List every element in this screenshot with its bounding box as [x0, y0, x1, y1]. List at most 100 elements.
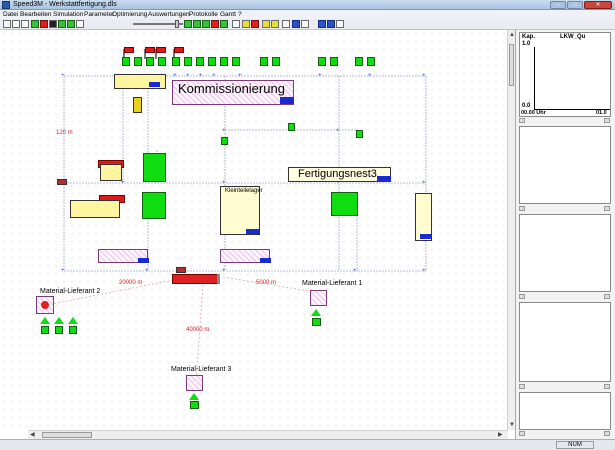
- machine-green[interactable]: [260, 57, 268, 66]
- speed-slider-track[interactable]: [133, 23, 183, 25]
- step-icon[interactable]: [193, 20, 201, 28]
- machine-green[interactable]: [142, 192, 166, 219]
- machine-green[interactable]: [272, 57, 280, 66]
- magnifier-icon[interactable]: [336, 20, 344, 28]
- machine-green[interactable]: [41, 326, 49, 334]
- fertigungsnest-area[interactable]: [288, 167, 391, 182]
- transport-tool-icon[interactable]: [67, 20, 75, 28]
- machine-green[interactable]: [196, 57, 204, 66]
- machine-green[interactable]: [232, 57, 240, 66]
- menu-auswertungen[interactable]: Auswertungen: [148, 11, 190, 18]
- machine-green[interactable]: [331, 192, 358, 216]
- machine-green[interactable]: [208, 57, 216, 66]
- red-tool-icon[interactable]: [40, 20, 48, 28]
- warehouse-rack[interactable]: [100, 164, 122, 181]
- scroll-up-icon[interactable]: ▲: [509, 32, 515, 38]
- canvas-horizontal-scrollbar[interactable]: ◀ ▶: [28, 430, 508, 439]
- arrows-icon[interactable]: [292, 20, 300, 28]
- menu-help[interactable]: ?: [238, 11, 242, 18]
- red-flag[interactable]: [174, 47, 184, 53]
- machine-green[interactable]: [312, 318, 321, 326]
- transport-vehicle[interactable]: [57, 179, 67, 185]
- red-flag[interactable]: [124, 47, 134, 53]
- transport-vehicle[interactable]: [176, 267, 186, 273]
- pause-icon[interactable]: [220, 20, 228, 28]
- menu-parameter[interactable]: Parameter: [84, 11, 115, 18]
- grid-tool-icon[interactable]: [21, 20, 29, 28]
- machine-green[interactable]: [172, 57, 180, 66]
- monitor-slot-5[interactable]: [519, 392, 611, 430]
- machine-green[interactable]: [356, 130, 363, 138]
- machine-green[interactable]: [221, 137, 228, 145]
- small-yellow-box[interactable]: [133, 97, 142, 113]
- panel-scroll-right-icon[interactable]: [604, 206, 610, 211]
- scroll-left-icon[interactable]: ◀: [30, 432, 35, 438]
- scroll-down-icon[interactable]: ▼: [509, 422, 515, 428]
- route-icon[interactable]: [242, 20, 250, 28]
- buffer-area[interactable]: [98, 249, 148, 263]
- canvas-vertical-scrollbar[interactable]: ▲ ▼: [507, 30, 515, 430]
- route-node[interactable]: +: [145, 268, 149, 274]
- flag-icon[interactable]: [251, 20, 259, 28]
- panel-scroll-right-icon[interactable]: [604, 294, 610, 299]
- machine-green[interactable]: [330, 57, 338, 66]
- storage-rack[interactable]: [415, 193, 432, 241]
- stop-icon[interactable]: [211, 20, 219, 28]
- red-flag[interactable]: [145, 47, 155, 53]
- panel-scroll-left-icon[interactable]: [519, 294, 525, 299]
- route-node[interactable]: +: [368, 73, 372, 79]
- route-node[interactable]: +: [173, 73, 177, 79]
- kommissionierung-area[interactable]: [172, 80, 294, 105]
- pointer-icon[interactable]: [232, 20, 240, 28]
- node-icon[interactable]: [301, 20, 309, 28]
- machine-green[interactable]: [143, 153, 166, 182]
- route-node[interactable]: +: [154, 180, 158, 186]
- line-tool-icon[interactable]: [12, 20, 20, 28]
- machine-green[interactable]: [318, 57, 326, 66]
- panel-scroll-right-icon[interactable]: [604, 431, 610, 436]
- buffer-area[interactable]: [220, 249, 270, 263]
- route-node[interactable]: +: [336, 128, 340, 134]
- red-flag[interactable]: [156, 47, 166, 53]
- fast-forward-icon[interactable]: [202, 20, 210, 28]
- panel-scroll-left-icon[interactable]: [519, 118, 525, 123]
- route-node[interactable]: +: [121, 180, 125, 186]
- route-node[interactable]: +: [199, 73, 203, 79]
- horizontal-scroll-thumb[interactable]: [42, 432, 92, 438]
- route-node[interactable]: +: [353, 268, 357, 274]
- truck[interactable]: [172, 274, 220, 284]
- vertical-scroll-thumb[interactable]: [509, 44, 514, 86]
- route-node[interactable]: +: [422, 180, 426, 186]
- boxes-icon[interactable]: [271, 20, 279, 28]
- monitor-slot-4[interactable]: [519, 302, 611, 382]
- machine-green[interactable]: [355, 57, 363, 66]
- machine-green[interactable]: [288, 123, 295, 131]
- panel-scroll-right-icon[interactable]: [604, 118, 610, 123]
- route-node[interactable]: +: [61, 268, 65, 274]
- zoom-in-icon[interactable]: [327, 20, 335, 28]
- capacity-chart[interactable]: Kap. LKW_Qu 1.0 0.0 00.00 Uhr 01.0: [519, 32, 611, 117]
- scroll-right-icon[interactable]: ▶: [498, 432, 503, 438]
- machine-green[interactable]: [190, 401, 199, 409]
- monitor-slot-2[interactable]: [519, 126, 611, 204]
- route-node[interactable]: +: [212, 73, 216, 79]
- close-button[interactable]: ✕: [584, 1, 612, 9]
- monitor-slot-3[interactable]: [519, 214, 611, 292]
- menu-gantt[interactable]: Gantt: [220, 11, 236, 18]
- model-canvas[interactable]: + + + + + + + + + + + + + + + + + + + + …: [28, 30, 508, 430]
- machine-green[interactable]: [69, 326, 77, 334]
- route-node[interactable]: +: [336, 180, 340, 186]
- route-node[interactable]: +: [422, 268, 426, 274]
- route-node[interactable]: +: [222, 180, 226, 186]
- supplier-3-box[interactable]: [186, 375, 203, 391]
- machine-green[interactable]: [220, 57, 228, 66]
- maximize-button[interactable]: □: [567, 1, 583, 9]
- menu-optimierung[interactable]: Optimierung: [112, 11, 148, 18]
- warehouse-rack[interactable]: [70, 200, 120, 218]
- flag-tool-icon[interactable]: [76, 20, 84, 28]
- stop-dot-icon[interactable]: [49, 20, 57, 28]
- panel-scroll-left-icon[interactable]: [519, 384, 525, 389]
- machine-green[interactable]: [55, 326, 63, 334]
- menu-datei[interactable]: Datei: [3, 11, 19, 18]
- person-tool-icon[interactable]: [58, 20, 66, 28]
